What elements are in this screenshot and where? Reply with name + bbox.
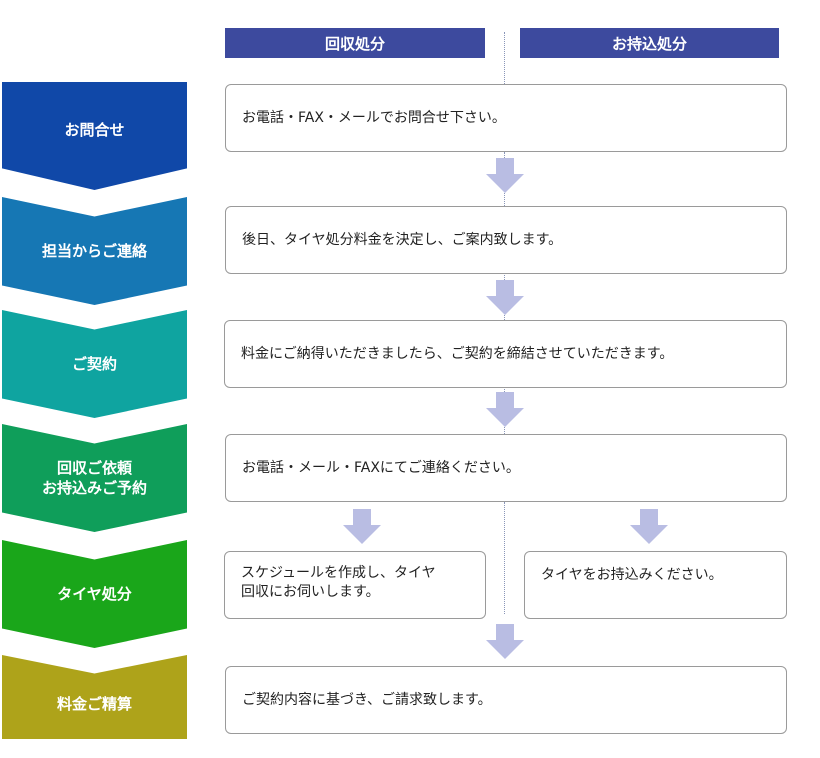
down-arrow-icon [486, 158, 524, 193]
inquiry-text: お電話・FAX・メールでお問合せ下さい。 [242, 109, 506, 126]
step-inquiry: お問合せ [2, 82, 187, 190]
step-request: 回収ご依頼 お持込みご予約 [2, 424, 187, 532]
contract-text: 料金にご納得いただきましたら、ご契約を締結させていただきます。 [241, 345, 674, 362]
step-payment-label: 料金ご精算 [56, 695, 132, 713]
step-contact-label: 担当からご連絡 [41, 242, 147, 260]
column-divider-lower [504, 502, 505, 614]
contact-box: 後日、タイヤ処分料金を決定し、ご案内致します。 [225, 206, 787, 274]
disposal-carry-in-text: タイヤをお持込みください。 [541, 567, 723, 583]
request-text: お電話・メール・FAXにてご連絡ください。 [242, 459, 520, 476]
payment-text: ご契約内容に基づき、ご請求致します。 [242, 691, 492, 708]
step-contract: ご契約 [2, 310, 187, 418]
step-contact: 担当からご連絡 [2, 197, 187, 305]
carry-in-column-header: お持込処分 [520, 28, 779, 58]
disposal-carry-in-box: タイヤをお持込みください。 [524, 551, 787, 619]
down-arrow-icon [486, 392, 524, 427]
disposal-collection-box: スケジュールを作成し、タイヤ 回収にお伺いします。 [224, 551, 486, 619]
down-arrow-icon [343, 509, 381, 544]
contract-box: 料金にご納得いただきましたら、ご契約を締結させていただきます。 [224, 320, 787, 388]
step-disposal-label: タイヤ処分 [57, 585, 132, 603]
payment-box: ご契約内容に基づき、ご請求致します。 [225, 666, 787, 734]
step-inquiry-label: お問合せ [64, 121, 125, 139]
step-disposal: タイヤ処分 [2, 540, 187, 648]
column-divider-top [504, 32, 505, 84]
disposal-collection-text: スケジュールを作成し、タイヤ 回収にお伺いします。 [241, 565, 436, 600]
step-payment: 料金ご精算 [2, 655, 187, 739]
down-arrow-icon [486, 624, 524, 659]
collection-column-header: 回収処分 [225, 28, 485, 58]
step-request-label: 回収ご依頼 お持込みご予約 [41, 459, 147, 497]
down-arrow-icon [630, 509, 668, 544]
inquiry-box: お電話・FAX・メールでお問合せ下さい。 [225, 84, 787, 152]
contact-text: 後日、タイヤ処分料金を決定し、ご案内致します。 [242, 231, 563, 248]
step-contract-label: ご契約 [71, 355, 117, 373]
request-box: お電話・メール・FAXにてご連絡ください。 [225, 434, 787, 502]
down-arrow-icon [486, 280, 524, 315]
